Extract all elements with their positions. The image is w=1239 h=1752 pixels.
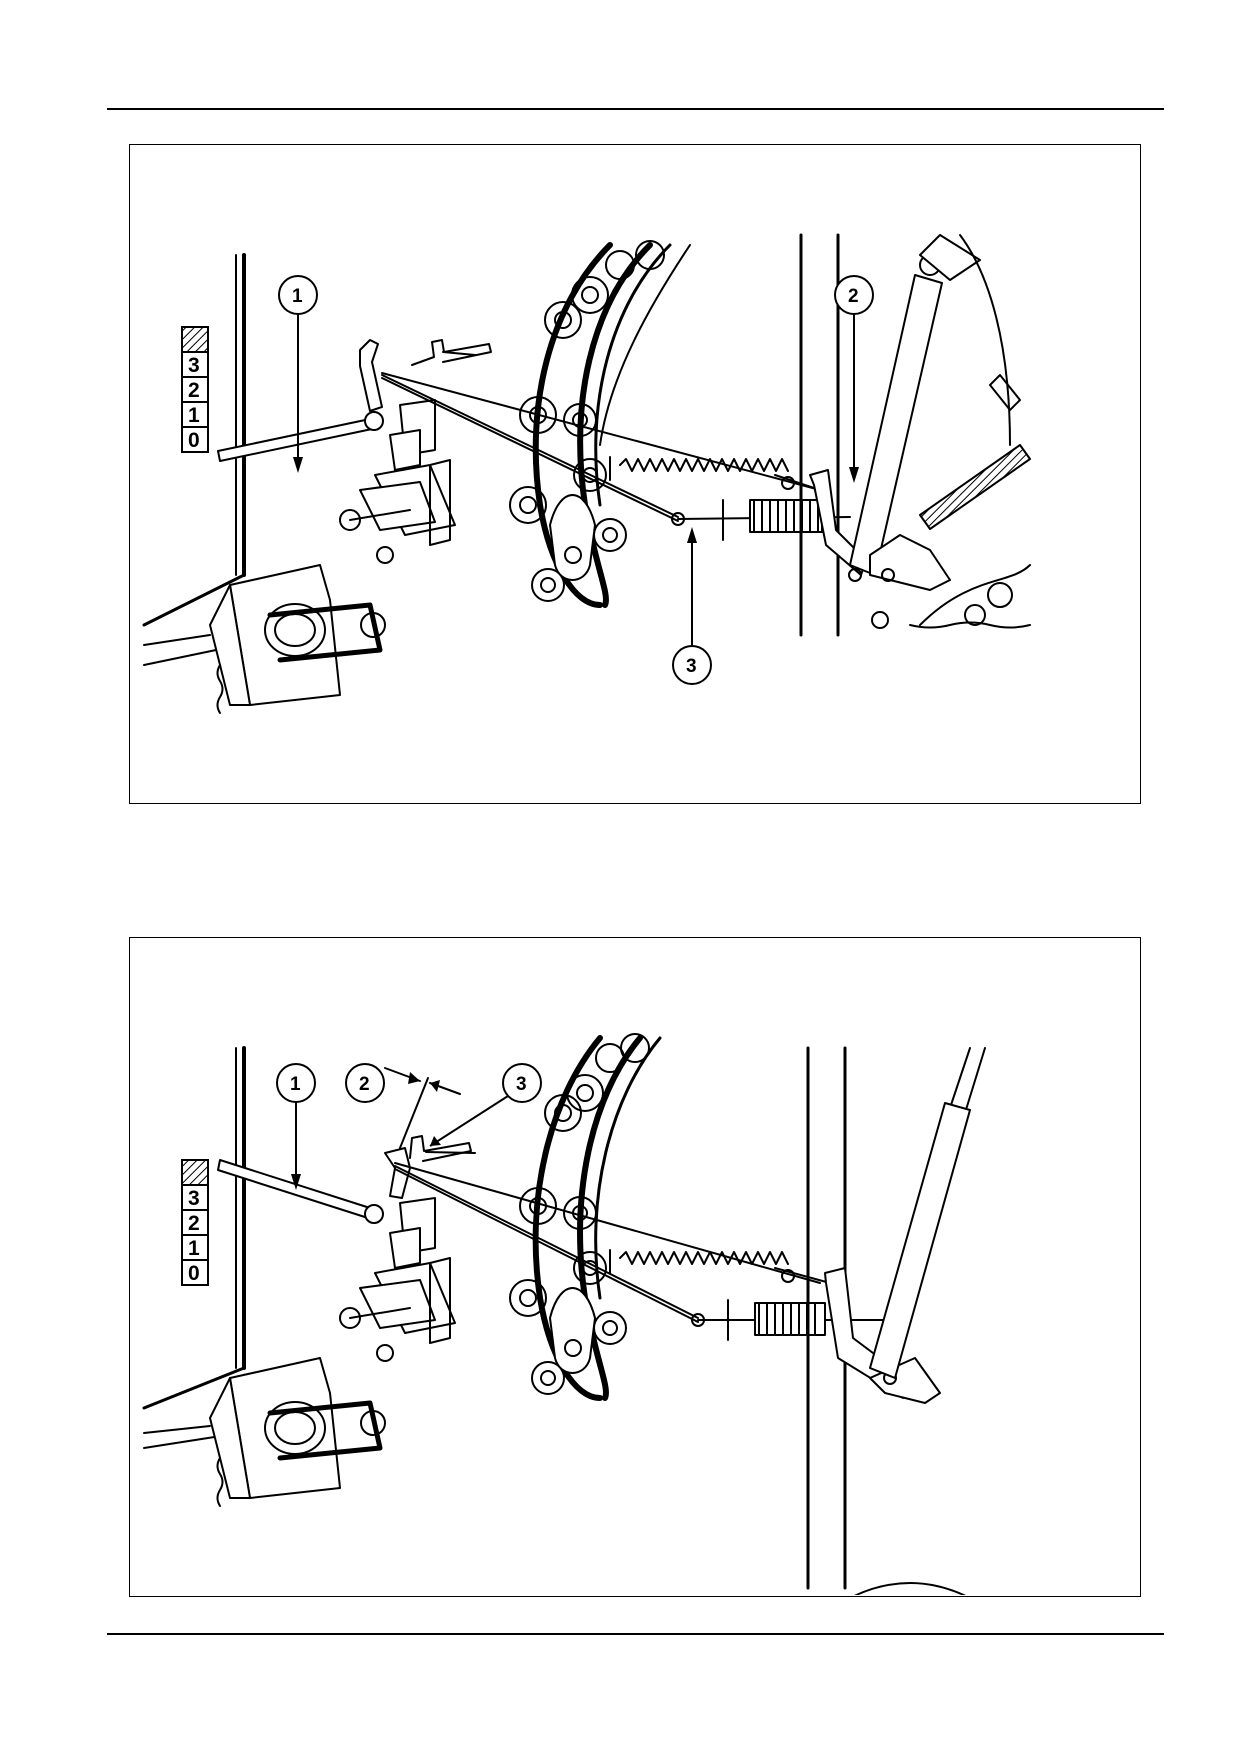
svg-text:3: 3 bbox=[516, 1074, 527, 1095]
svg-text:1: 1 bbox=[290, 1074, 301, 1095]
footer-rule bbox=[107, 1633, 1164, 1635]
gearbox bbox=[143, 1357, 386, 1507]
svg-text:2: 2 bbox=[848, 286, 859, 307]
scale-label-3: 3 bbox=[188, 1187, 200, 1210]
scale-label-1: 1 bbox=[188, 404, 200, 427]
figure-bottom-panel: 3 2 1 0 1 2 3 bbox=[129, 937, 1141, 1597]
hydraulic-cylinder bbox=[848, 234, 981, 591]
header-rule bbox=[107, 108, 1164, 110]
callout-3: 3 bbox=[672, 527, 712, 685]
svg-text:3: 3 bbox=[686, 656, 697, 677]
callout-1: 1 bbox=[278, 275, 318, 473]
svg-text:1: 1 bbox=[292, 286, 303, 307]
gearbox bbox=[143, 564, 386, 714]
callout-2: 2 bbox=[345, 1063, 385, 1103]
adjustment-scale: 3 2 1 0 bbox=[181, 326, 209, 453]
scale-label-0: 0 bbox=[188, 1262, 200, 1285]
drive-chain bbox=[509, 240, 691, 608]
clutch-assembly bbox=[339, 399, 456, 564]
hydraulic-cylinder bbox=[869, 1047, 986, 1379]
control-lever-1 bbox=[217, 339, 492, 462]
clutch-assembly bbox=[339, 1197, 456, 1362]
adjustment-scale: 3 2 1 0 bbox=[181, 1159, 209, 1286]
tension-spring bbox=[609, 456, 821, 491]
callout-1: 1 bbox=[276, 1063, 316, 1190]
tension-spring bbox=[609, 1249, 831, 1284]
mechanism-diagram-top: 3 2 1 0 1 2 3 bbox=[142, 233, 1031, 714]
compression-spring bbox=[671, 499, 851, 541]
drive-chain bbox=[509, 1033, 662, 1401]
control-lever-1 bbox=[217, 1135, 476, 1224]
callout-2: 2 bbox=[834, 275, 874, 483]
svg-text:2: 2 bbox=[359, 1074, 370, 1095]
compression-spring bbox=[691, 1299, 891, 1341]
scale-label-2: 2 bbox=[188, 379, 200, 402]
mechanism-diagram-bottom: 3 2 1 0 1 2 3 bbox=[142, 1033, 986, 1595]
figure-top-panel: 3 2 1 0 1 2 3 bbox=[129, 144, 1141, 804]
scale-label-3: 3 bbox=[188, 354, 200, 377]
scale-label-1: 1 bbox=[188, 1237, 200, 1260]
scale-label-0: 0 bbox=[188, 429, 200, 452]
scale-label-2: 2 bbox=[188, 1212, 200, 1235]
callout-3: 3 bbox=[429, 1063, 542, 1147]
